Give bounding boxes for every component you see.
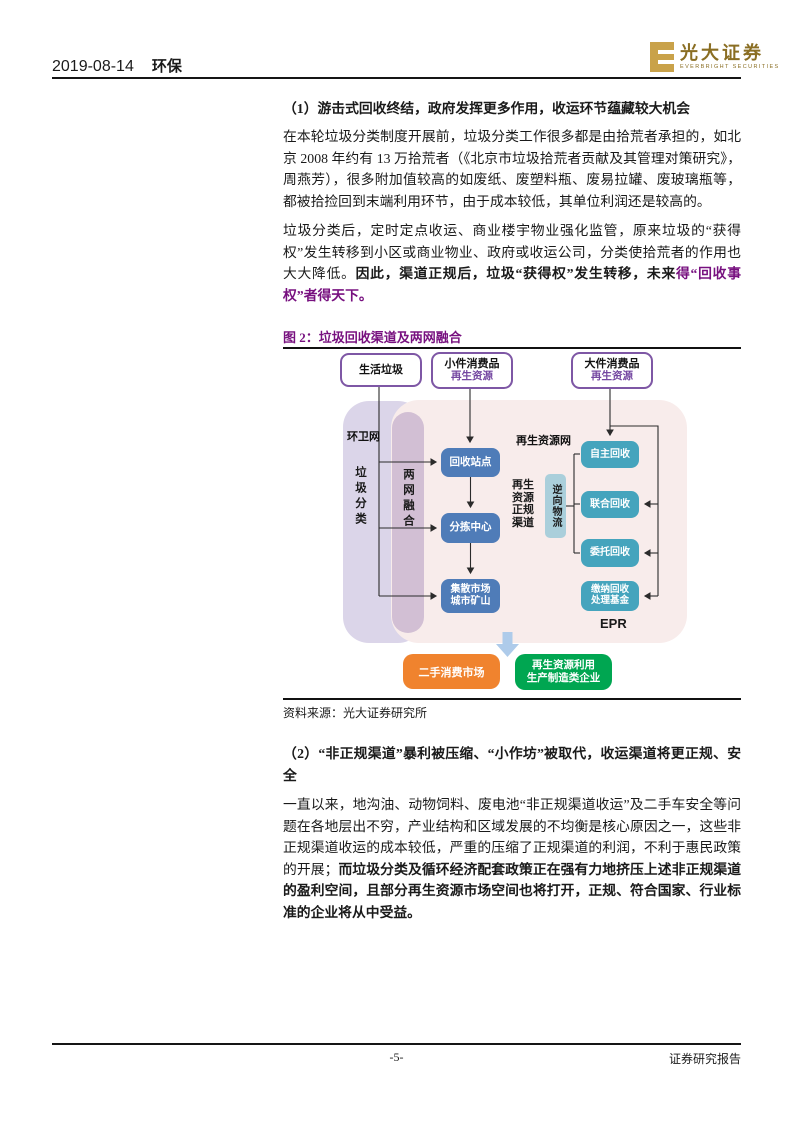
node-label: 逆向物流 (550, 484, 561, 528)
node-label: 联合回收 (590, 498, 630, 510)
figure-bottom-rule (283, 698, 741, 701)
node-label: 城市矿山 (450, 596, 491, 607)
report-date: 2019-08-14 (52, 58, 134, 75)
node-label: 生产制造类企业 (526, 673, 601, 684)
node-large-consumer-goods: 大件消费品 再生资源 (571, 352, 653, 389)
label-line: 渠道 (512, 516, 534, 529)
node-distribution-market: 集散市场 城市矿山 (441, 579, 500, 613)
node-label: 自主回收 (590, 448, 630, 460)
node-recycle-station: 回收站点 (441, 448, 500, 477)
paragraph-purple-text: 得“回收事权”者得天下。 (283, 266, 741, 303)
node-label: 委托回收 (590, 547, 630, 559)
paragraph-bold-text: 而垃圾分类及循环经济配套政策正在强有力地挤压上述非正规渠道的盈利空间，且部分再生… (283, 861, 742, 920)
node-sorting-center: 分拣中心 (441, 513, 500, 543)
section-1-paragraph-1: 在本轮垃圾分类制度开展前，垃圾分类工作很多都是由拾荒者承担的，如北京 2008 … (283, 129, 741, 209)
brand-logo: 光大证券 EVERBRIGHT SECURITIES (650, 42, 780, 72)
label-waste-sorting: 垃圾分类 (354, 466, 366, 528)
label-sanitation-network: 环卫网 (347, 431, 380, 443)
figure-top-rule (283, 347, 741, 350)
figure-diagram: 生活垃圾 小件消费品 再生资源 大件消费品 再生资源 环卫网 再生资源网 垃圾分… (283, 352, 741, 698)
figure-source: 资料来源：光大证券研究所 (283, 706, 428, 720)
node-sublabel: 再生资源 (591, 371, 633, 382)
label-renewable-network: 再生资源网 (516, 435, 571, 447)
node-joint-recycle: 联合回收 (581, 491, 639, 518)
paragraph-text: 垃圾分类后，定时定点收运、商业楼宇物业强化监管，原来垃圾的“获得权”发生转移到小… (283, 223, 741, 281)
everbright-logo-icon (650, 42, 674, 72)
node-self-recycle: 自主回收 (581, 441, 639, 468)
node-small-consumer-goods: 小件消费品 再生资源 (431, 352, 513, 389)
report-category: 环保 (151, 58, 182, 75)
node-label: 小件消费品 (444, 358, 500, 370)
node-domestic-waste: 生活垃圾 (340, 353, 422, 387)
connector-arrows (378, 383, 659, 600)
label-formal-channel: 再生 资源 正规 渠道 (509, 479, 537, 529)
node-label: 分拣中心 (449, 522, 492, 533)
paragraph-bold-text: 因此，渠道正规后，垃圾“获得权”发生转移，未来 (355, 266, 676, 281)
page-header: 2019-08-14 环保 (52, 55, 182, 76)
footer-divider (52, 1043, 741, 1045)
node-label: 缴纳回收 (590, 584, 629, 595)
node-manufacturing-enterprises: 再生资源利用 生产制造类企业 (515, 654, 612, 690)
header-divider (52, 77, 741, 79)
section-2-paragraph: 一直以来，地沟油、动物饲料、废电池“非正规渠道收运”及二手车安全等问题在各地层出… (283, 794, 741, 923)
page-number: -5- (389, 1050, 404, 1064)
node-label: 集散市场 (450, 584, 491, 595)
node-sublabel: 再生资源 (451, 371, 493, 382)
node-reverse-logistics: 逆向物流 (545, 474, 566, 538)
node-label: 生活垃圾 (359, 363, 403, 376)
figure-title: 图 2：垃圾回收渠道及两网融合 (283, 330, 462, 345)
footer-report-type: 证券研究报告 (668, 1052, 741, 1066)
section-1-heading: （1）游击式回收终结，政府发挥更多作用，收运环节蕴藏较大机会 (283, 101, 691, 116)
label-two-network-merge: 两网融合 (402, 468, 414, 530)
big-down-arrow-icon (496, 632, 519, 657)
node-label: 处理基金 (590, 596, 629, 606)
brand-name-en: EVERBRIGHT SECURITIES (680, 63, 780, 70)
node-entrusted-recycle: 委托回收 (581, 539, 639, 567)
brand-name-cn: 光大证券 (680, 42, 764, 63)
node-label: 回收站点 (449, 456, 492, 468)
node-label: 大件消费品 (584, 358, 640, 370)
node-recycle-fund: 缴纳回收 处理基金 (581, 581, 639, 611)
label-line: 资源 (512, 491, 534, 504)
node-label: 再生资源利用 (532, 660, 595, 671)
label-line: 正规 (512, 504, 534, 516)
node-label: 二手消费市场 (418, 666, 485, 679)
paragraph-text: 一直以来，地沟油、动物饲料、废电池“非正规渠道收运”及二手车安全等问题在各地层出… (283, 797, 741, 877)
node-secondhand-market: 二手消费市场 (403, 654, 500, 689)
section-2-heading: （2）“非正规渠道”暴利被压缩、“小作坊”被取代，收运渠道将更正规、安全 (283, 746, 741, 783)
label-epr: EPR (600, 616, 627, 631)
label-line: 再生 (512, 479, 534, 491)
section-1-paragraph-2: 垃圾分类后，定时定点收运、商业楼宇物业强化监管，原来垃圾的“获得权”发生转移到小… (283, 220, 741, 306)
